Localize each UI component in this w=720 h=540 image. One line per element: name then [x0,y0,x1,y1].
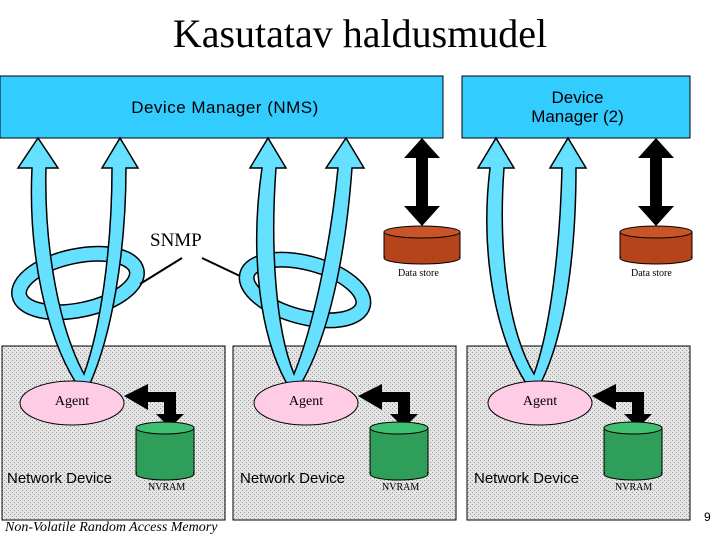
device-manager-2-bar [461,75,691,139]
double-arrow-icon-1 [404,138,440,226]
nvram-label-3: NVRAM [615,482,653,493]
device-manager-2-label-line1: Device [551,88,604,107]
nvram-cylinder-3 [603,421,663,481]
nvram-expansion-note: Non-Volatile Random Access Memory [5,520,218,535]
agent-nvram-arrow-1 [124,384,184,428]
nvram-cylinder-1 [135,421,195,481]
snmp-ring-1 [11,245,145,321]
agent-ellipse-1 [19,380,125,426]
device-manager-2-label: Device Manager (2) [500,88,655,126]
snmp-arrow-1 [16,136,140,393]
snmp-pointer-line-2 [201,257,241,277]
agent-ellipse-3 [487,380,593,426]
device-manager-nms-label: Device Manager (NMS) [131,98,319,117]
network-device-label-3: Network Device [474,470,580,487]
data-store-cylinder-1 [383,225,461,265]
nvram-label-2: NVRAM [382,482,420,493]
snmp-arrow-3 [476,136,588,393]
snmp-label: SNMP [150,230,202,251]
nvram-label-1: NVRAM [148,482,186,493]
network-device-label-2: Network Device [240,470,346,487]
snmp-arrow-2 [248,136,366,393]
agent-label-1: Agent [54,394,90,409]
agent-nvram-arrow-2 [358,384,418,428]
network-device-label-1: Network Device [7,470,113,487]
agent-label-2: Agent [288,394,324,409]
double-arrow-icon-2 [638,138,674,226]
data-store-label-1: Data store [398,268,439,279]
page-number: 9 [704,510,711,524]
data-store-cylinder-2 [619,225,693,265]
device-manager-nms-bar [0,75,444,139]
slide-title: Kasutatav haldusmudel [172,11,548,56]
snmp-pointer-line-1 [139,257,183,285]
data-store-label-2: Data store [631,268,672,279]
agent-nvram-arrow-3 [592,384,652,428]
agent-ellipse-2 [253,380,359,426]
nvram-cylinder-2 [369,421,429,481]
snmp-ring-2 [238,251,372,329]
agent-label-3: Agent [522,394,558,409]
device-manager-2-label-line2: Manager (2) [531,107,624,126]
